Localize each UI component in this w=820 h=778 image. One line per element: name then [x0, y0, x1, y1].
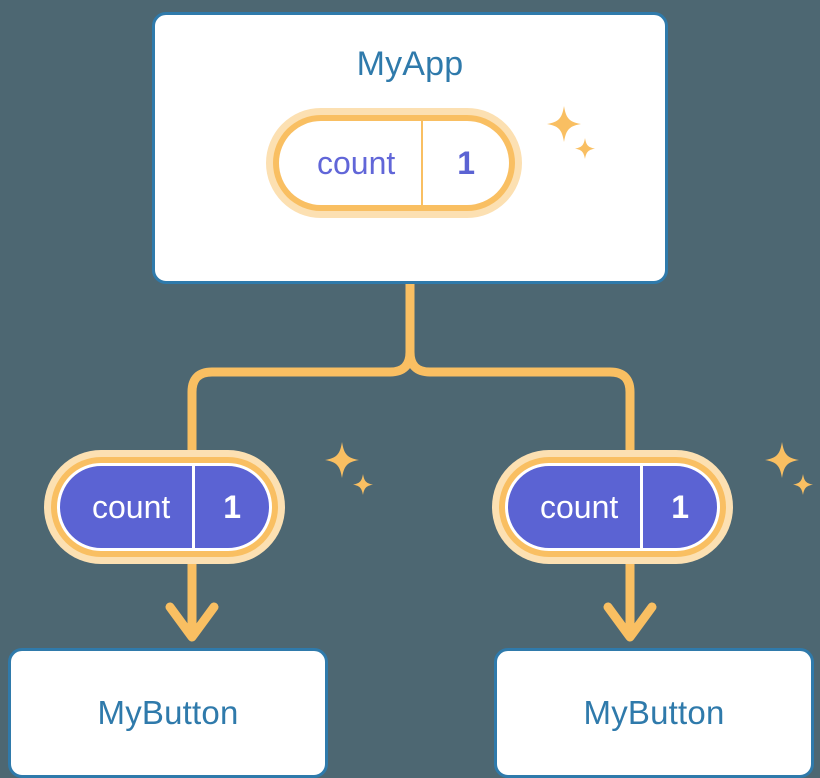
- signal-pill-root[interactable]: count 1: [266, 108, 523, 218]
- page-title: MyApp: [356, 45, 464, 83]
- signal-key-label: count: [540, 488, 619, 525]
- signal-pill-branch-left[interactable]: count 1: [44, 450, 286, 564]
- signal-value-label: 1: [640, 466, 717, 548]
- connector-tree-path: [187, 279, 415, 473]
- signal-value-label: 1: [421, 121, 509, 205]
- arrow-head-right: [603, 602, 657, 642]
- signal-pill-body: count 1: [505, 463, 721, 551]
- signal-key-label: count: [92, 488, 171, 525]
- signal-pill-branch-right[interactable]: count 1: [492, 450, 734, 564]
- node-card-label: MyButton: [97, 694, 239, 731]
- signal-value-label: 1: [192, 466, 269, 548]
- node-card-label: MyButton: [583, 694, 725, 731]
- signal-pill-halo: count 1: [44, 450, 286, 564]
- signal-key-label: count: [317, 144, 396, 181]
- signal-pill-halo: count 1: [266, 108, 523, 218]
- signal-pill-body: count 1: [57, 463, 273, 551]
- signal-pill-ring: count 1: [499, 457, 727, 557]
- node-card-mybutton-left[interactable]: MyButton: [8, 648, 328, 778]
- signal-pill-halo: count 1: [492, 450, 734, 564]
- signal-pill-ring: count 1: [273, 115, 516, 211]
- arrow-head-left: [165, 602, 219, 642]
- signal-pill-ring: count 1: [51, 457, 279, 557]
- node-card-mybutton-right[interactable]: MyButton: [494, 648, 814, 778]
- connector-tree-path-right: [405, 279, 635, 473]
- signal-pill-body: count 1: [279, 121, 510, 205]
